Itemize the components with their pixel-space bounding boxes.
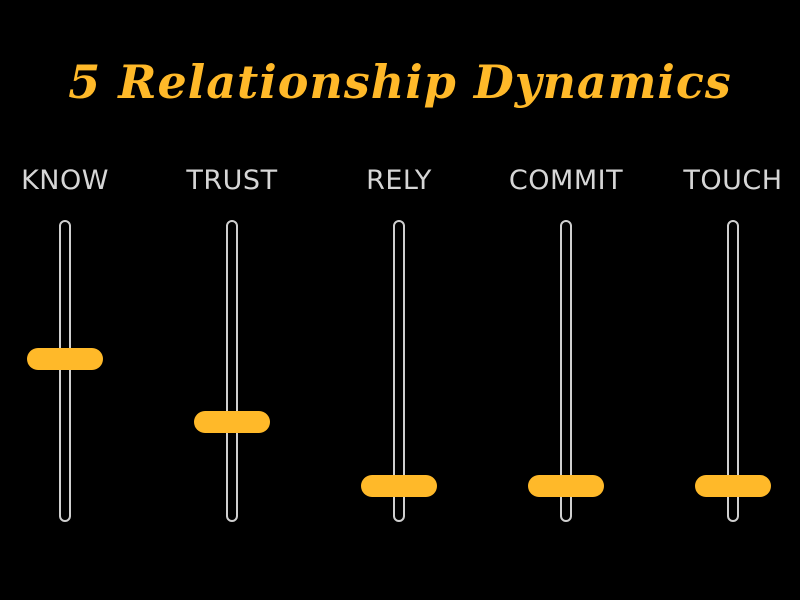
slider-label-trust: TRUST — [186, 165, 278, 196]
slider-trust[interactable]: TRUST — [152, 0, 312, 600]
slider-label-rely: RELY — [366, 165, 432, 196]
slider-knob-rely[interactable] — [361, 474, 437, 497]
slider-knob-touch[interactable] — [695, 474, 771, 497]
slider-track-commit[interactable] — [560, 220, 572, 522]
slider-commit[interactable]: COMMIT — [486, 0, 646, 600]
slider-label-know: KNOW — [21, 165, 109, 196]
slider-knob-trust[interactable] — [194, 411, 270, 434]
slider-knob-know[interactable] — [27, 347, 103, 370]
slider-track-touch[interactable] — [727, 220, 739, 522]
slider-track-trust[interactable] — [226, 220, 238, 522]
slider-knob-commit[interactable] — [528, 474, 604, 497]
slider-rely[interactable]: RELY — [319, 0, 479, 600]
slider-touch[interactable]: TOUCH — [653, 0, 800, 600]
slider-track-know[interactable] — [59, 220, 71, 522]
slider-know[interactable]: KNOW — [0, 0, 145, 600]
page-title: 5 Relationship Dynamics — [68, 55, 732, 109]
slider-label-commit: COMMIT — [508, 165, 624, 196]
slider-track-rely[interactable] — [393, 220, 405, 522]
slider-label-touch: TOUCH — [683, 165, 783, 196]
